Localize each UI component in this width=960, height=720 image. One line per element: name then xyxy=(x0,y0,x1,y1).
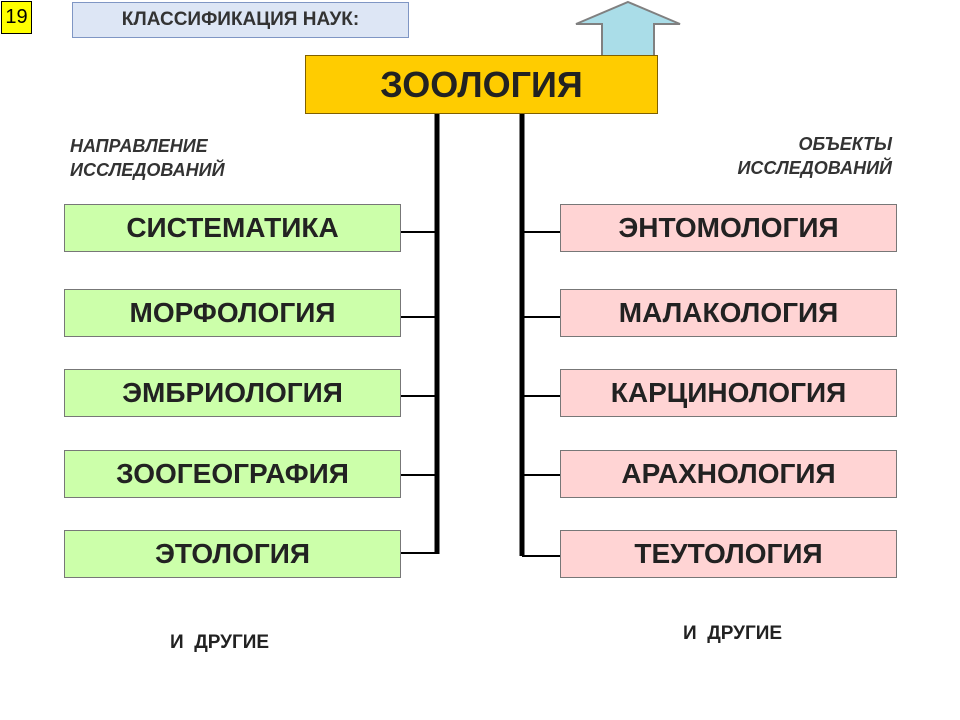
left-item-box: МОРФОЛОГИЯ xyxy=(64,289,401,337)
right-item-box: КАРЦИНОЛОГИЯ xyxy=(560,369,897,417)
right-caption-line1: ОБЪЕКТЫ xyxy=(798,134,892,154)
right-others-label: И ДРУГИЕ xyxy=(683,623,783,644)
main-title-box: ЗООЛОГИЯ xyxy=(305,55,658,114)
header-title: КЛАССИФИКАЦИЯ НАУК: xyxy=(72,2,409,38)
right-caption: ОБЪЕКТЫ ИССЛЕДОВАНИЙ xyxy=(640,132,892,180)
left-item-box: ЭТОЛОГИЯ xyxy=(64,530,401,578)
right-item-box: МАЛАКОЛОГИЯ xyxy=(560,289,897,337)
right-item-box: ТЕУТОЛОГИЯ xyxy=(560,530,897,578)
right-item-box: АРАХНОЛОГИЯ xyxy=(560,450,897,498)
right-item-box: ЭНТОМОЛОГИЯ xyxy=(560,204,897,252)
left-caption-line1: НАПРАВЛЕНИЕ xyxy=(70,136,208,156)
left-others-label: И ДРУГИЕ xyxy=(170,632,270,653)
right-caption-line2: ИССЛЕДОВАНИЙ xyxy=(737,158,892,178)
slide-number: 19 xyxy=(1,1,32,34)
left-item-box: ЗООГЕОГРАФИЯ xyxy=(64,450,401,498)
left-caption-line2: ИССЛЕДОВАНИЙ xyxy=(70,160,225,180)
left-caption: НАПРАВЛЕНИЕ ИССЛЕДОВАНИЙ xyxy=(70,134,330,182)
left-item-box: СИСТЕМАТИКА xyxy=(64,204,401,252)
left-item-box: ЭМБРИОЛОГИЯ xyxy=(64,369,401,417)
